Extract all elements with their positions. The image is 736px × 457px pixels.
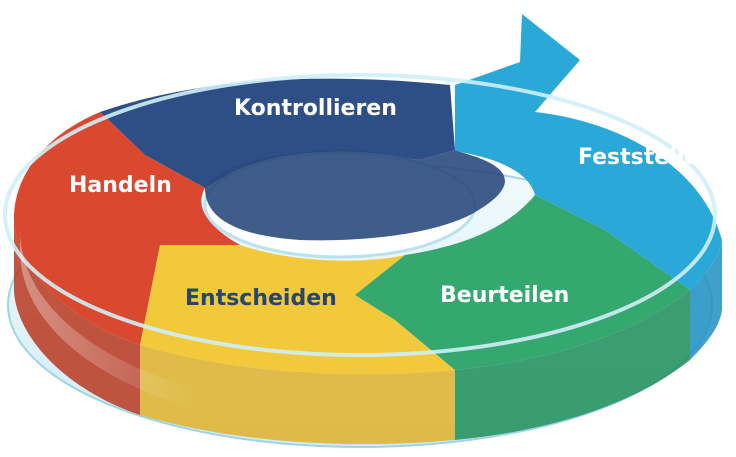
segment-handeln (13, 112, 241, 345)
segment-beurteilen (355, 195, 690, 370)
glass-shine (20, 230, 200, 410)
label-beurteilen: Beurteilen (440, 283, 569, 308)
segment-kontrollieren (100, 78, 455, 188)
label-handeln: Handeln (69, 173, 172, 198)
wall-feststellen (690, 240, 722, 360)
label-kontrollieren: Kontrollieren (234, 96, 397, 121)
wall-beurteilen (455, 290, 690, 440)
segment-feststellen (455, 14, 722, 290)
glass-rim-top (3, 73, 717, 357)
inner-wall (205, 149, 505, 241)
label-feststellen: Feststellen (578, 145, 715, 170)
label-entscheiden: Entscheiden (185, 286, 337, 311)
wall-entscheiden (140, 345, 455, 445)
